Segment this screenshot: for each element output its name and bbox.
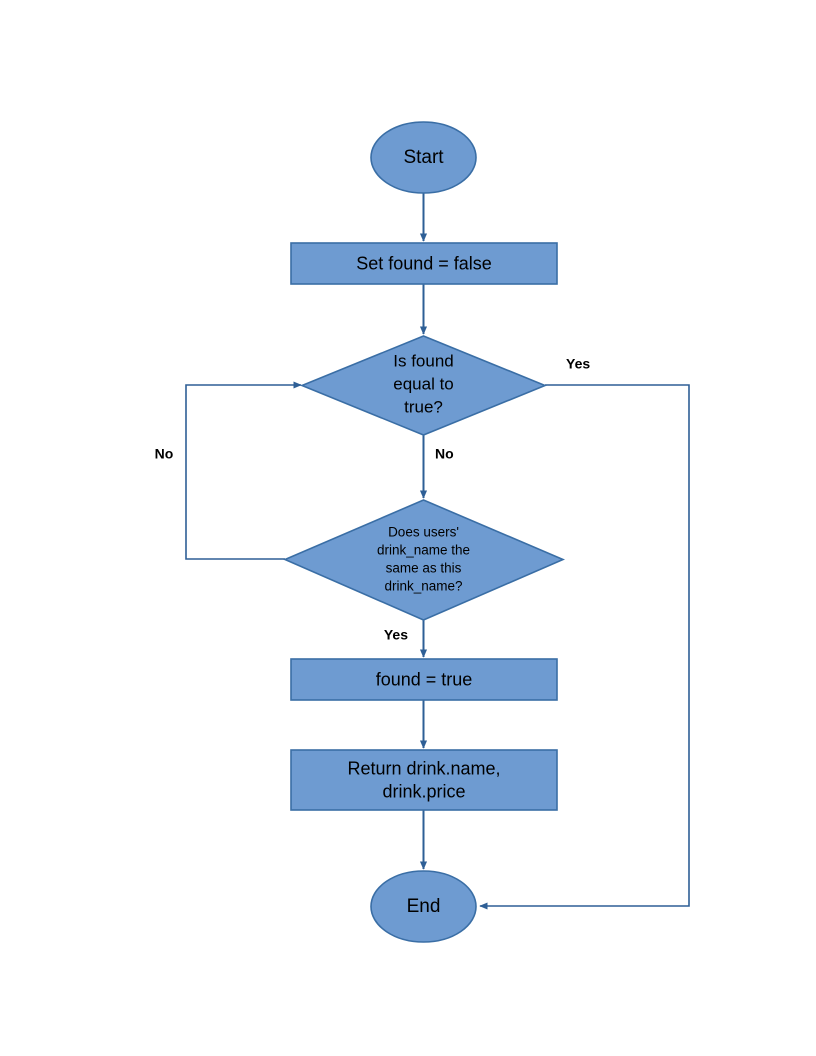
node-drink-name-match[interactable]: Does users' drink_name the same as this …: [282, 499, 566, 621]
edge-layer: right rail down -> End --> Does users' d…: [185, 193, 690, 910]
node-set-found-false[interactable]: Set found = false: [290, 242, 558, 285]
found-true-label: found = true: [376, 669, 473, 689]
end-label: End: [407, 896, 441, 917]
end-ellipse-shape: [370, 870, 477, 943]
is-found-true-label-line-1: Is found: [393, 351, 454, 370]
return-drink-label-line-1: Return drink.name,: [347, 758, 500, 778]
found-true-rect-shape: [290, 658, 558, 701]
node-found-true[interactable]: found = true: [290, 658, 558, 701]
drink-name-match-label-line-2: drink_name the: [377, 543, 470, 558]
node-is-found-true[interactable]: Is found equal to true?: [299, 335, 548, 436]
set-found-false-rect-shape: [290, 242, 558, 285]
is-found-true-label-line-2: equal to: [393, 374, 454, 393]
edge-match-no-loop-back: [185, 381, 302, 560]
edge-label-match-yes: Yes: [384, 627, 408, 643]
start-ellipse-shape: [370, 121, 477, 194]
edge-isfound-yes-to-end: [479, 384, 690, 910]
node-start[interactable]: Start: [370, 121, 477, 194]
node-end[interactable]: End: [370, 870, 477, 943]
return-drink-rect-shape: [290, 749, 558, 811]
edge-label-match-no: No: [155, 446, 174, 462]
is-found-true-label-line-3: true?: [404, 397, 443, 416]
is-found-true-diamond-shape: [299, 335, 548, 436]
start-label: Start: [403, 147, 444, 168]
node-layer: Start Set found = false Is found equal t…: [282, 121, 566, 943]
set-found-false-label: Set found = false: [356, 253, 492, 273]
edge-label-isfound-yes: Yes: [566, 356, 590, 372]
drink-name-match-label-line-4: drink_name?: [384, 579, 462, 594]
drink-name-match-label-line-3: same as this: [386, 561, 462, 576]
drink-name-match-label-line-1: Does users': [388, 525, 459, 540]
drink-name-match-diamond-shape: [282, 499, 566, 621]
return-drink-label-line-2: drink.price: [382, 781, 465, 801]
edge-label-isfound-no: No: [435, 446, 454, 462]
node-return-drink[interactable]: Return drink.name, drink.price: [290, 749, 558, 811]
edge-label-layer: Yes No No Yes: [155, 356, 591, 643]
